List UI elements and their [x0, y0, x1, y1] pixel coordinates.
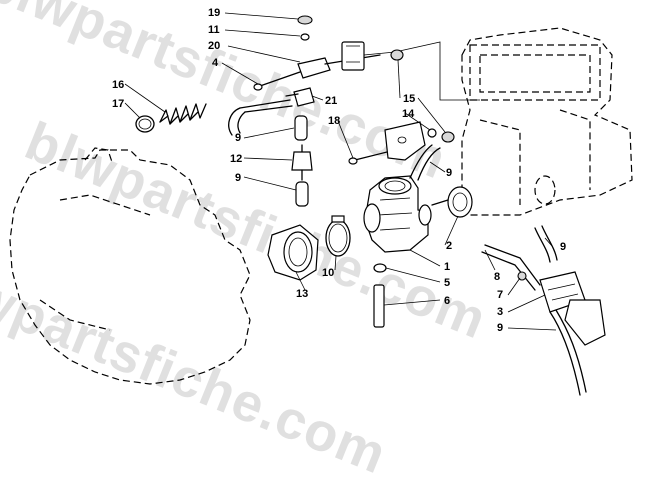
- callout-9-lower: 9: [235, 172, 241, 184]
- callout-16: 16: [112, 79, 124, 91]
- callout-11: 11: [208, 24, 220, 36]
- engine-outline: [9, 147, 251, 385]
- callout-7: 7: [497, 289, 503, 301]
- callout-10: 10: [322, 267, 334, 279]
- callout-5: 5: [444, 277, 450, 289]
- part-19-cap: [297, 15, 313, 25]
- callout-15: 15: [403, 93, 415, 105]
- carburetor-exploded-diagram: 19 11 20 4 16 17 21 9 12 9 18 15 14 9 2 …: [9, 7, 633, 396]
- junction-block: [341, 41, 365, 71]
- part-6-drain-hose: [373, 284, 385, 328]
- part-21-fitting: [285, 87, 315, 107]
- callout-9-right-upper: 9: [560, 241, 566, 253]
- callout-3: 3: [497, 306, 503, 318]
- callout-20: 20: [208, 40, 220, 52]
- callout-6: 6: [444, 295, 450, 307]
- part-13-adapter: [267, 224, 319, 281]
- hose-9-right-upper: [534, 225, 558, 263]
- callout-1: 1: [444, 261, 450, 273]
- fuel-hose-upper: [228, 99, 293, 136]
- hose-8: [481, 244, 541, 291]
- callout-9-middle: 9: [446, 167, 452, 179]
- part-2-flange: [431, 186, 473, 218]
- callout-19: 19: [208, 7, 220, 19]
- hose-9-right-lower: [549, 309, 587, 396]
- callout-12: 12: [230, 153, 242, 165]
- part-1-carburetor: [363, 144, 441, 253]
- callout-13: 13: [296, 288, 308, 300]
- mounting-bracket: [384, 121, 426, 161]
- callout-8: 8: [494, 271, 500, 283]
- callout-18: 18: [328, 115, 340, 127]
- callout-21: 21: [325, 95, 337, 107]
- airbox-outline: [461, 27, 633, 216]
- part-12-fuel-filter: [291, 144, 313, 181]
- part-16-spring: [159, 103, 207, 125]
- part-14-washer: [427, 128, 437, 138]
- part-4-screw: [259, 71, 301, 87]
- leader-lines: [124, 12, 557, 331]
- part-5-clip: [373, 263, 387, 273]
- part-11-washer: [300, 33, 310, 41]
- part-20-bracket: [297, 57, 331, 79]
- hose-9-lower: [295, 181, 309, 207]
- part-15-grommets: [390, 49, 455, 143]
- choke-cable-assembly: [253, 15, 480, 101]
- callout-4: 4: [212, 57, 219, 69]
- part-3-valve: [539, 271, 606, 346]
- callout-9-upper: 9: [235, 132, 241, 144]
- part-10-clamp: [325, 215, 351, 257]
- part-17-ring: [135, 115, 155, 133]
- hose-9-upper: [294, 115, 308, 141]
- callout-labels: 19 11 20 4 16 17 21 9 12 9 18 15 14 9 2 …: [112, 7, 566, 334]
- callout-2: 2: [446, 240, 452, 252]
- callout-9-right-lower: 9: [497, 322, 503, 334]
- callout-14: 14: [402, 108, 415, 120]
- callout-17: 17: [112, 98, 124, 110]
